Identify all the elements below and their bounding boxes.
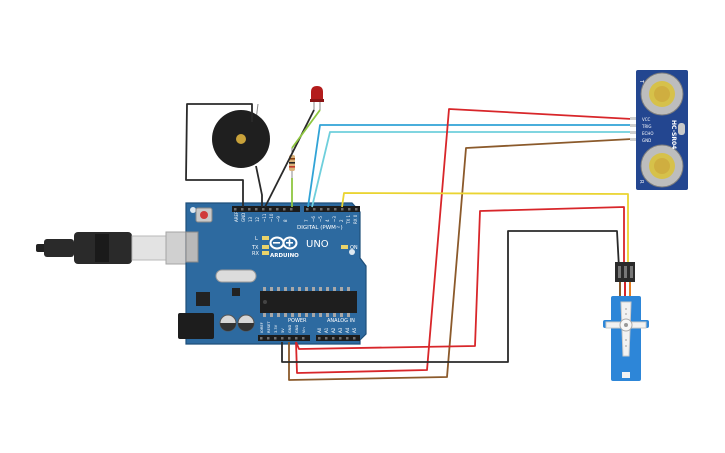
arduino-uno-board[interactable]: L TX RX ON ARDUINO UNO DIGITAL (PWM~) PO… bbox=[178, 202, 367, 345]
aref-label: AREF bbox=[234, 211, 239, 222]
ioref-label: IOREF bbox=[260, 322, 264, 333]
power-jack bbox=[178, 313, 214, 339]
digital-section-label: DIGITAL (PWM~) bbox=[297, 225, 343, 231]
wire-echo[interactable] bbox=[311, 131, 632, 208]
small-chip bbox=[232, 288, 240, 296]
crystal-oscillator bbox=[215, 269, 257, 283]
gnd-2-label: GND bbox=[295, 325, 299, 333]
pin-7-label: 7 bbox=[304, 219, 309, 222]
a0-label: A0 bbox=[317, 327, 322, 333]
power-header[interactable] bbox=[258, 335, 310, 341]
led-rx-label: RX bbox=[252, 251, 259, 257]
5v-label: 5V bbox=[281, 328, 285, 333]
pin-10-label: ~10 bbox=[269, 213, 274, 222]
analog-pin-labels: A0 A1 A2 A3 A4 A5 bbox=[317, 327, 357, 333]
wire-servo-gnd[interactable] bbox=[281, 230, 620, 363]
power-section-label: POWER bbox=[288, 318, 307, 324]
analog-section-label: ANALOG IN bbox=[327, 318, 355, 324]
pin-0-label: RX 0 bbox=[353, 214, 358, 224]
wire-servo-vcc[interactable] bbox=[295, 206, 625, 350]
servo-horn[interactable] bbox=[605, 301, 647, 357]
sensor-r-label: R bbox=[638, 180, 644, 184]
vin-label: Vin bbox=[302, 327, 306, 333]
wire-servo-signal[interactable] bbox=[341, 192, 629, 268]
wires bbox=[185, 103, 633, 381]
pin-11-label: ~11 bbox=[262, 213, 267, 222]
led-tx-label: TX bbox=[251, 245, 259, 251]
arduino-logo-icon bbox=[269, 236, 298, 250]
pin-4-label: 4 bbox=[325, 219, 330, 222]
led-tx bbox=[262, 245, 269, 249]
wire-buzzer-gnd[interactable] bbox=[185, 103, 253, 207]
pin-8-label: 8 bbox=[283, 219, 288, 222]
pin-6-label: ~6 bbox=[311, 216, 316, 222]
pin-1-label: TX 1 bbox=[346, 215, 351, 225]
sensor-name-label: HC-SR04 bbox=[670, 120, 677, 149]
sensor-echo-label: ECHO bbox=[642, 131, 653, 136]
sensor-vcc-label: VCC bbox=[642, 117, 651, 122]
a5-label: A5 bbox=[352, 327, 357, 333]
usb-socket bbox=[185, 231, 199, 263]
led-on bbox=[341, 245, 348, 249]
micro-servo[interactable] bbox=[603, 262, 649, 381]
a2-label: A2 bbox=[331, 327, 336, 333]
wire-led-anode[interactable] bbox=[291, 109, 321, 149]
model-label: UNO bbox=[306, 239, 329, 250]
brand-label: ARDUINO bbox=[270, 253, 299, 259]
sensor-t-label: T bbox=[638, 79, 644, 84]
gnd-1-label: GND bbox=[288, 325, 292, 333]
piezo-buzzer[interactable] bbox=[212, 103, 270, 168]
atmega-chip bbox=[260, 287, 357, 317]
a1-label: A1 bbox=[324, 327, 329, 333]
hc-sr04-sensor[interactable]: HC-SR04 VCC TRIG ECHO GND T R bbox=[630, 70, 688, 190]
pin-3-label: ~3 bbox=[332, 216, 337, 222]
sensor-gnd-label: GND bbox=[642, 138, 651, 143]
red-led[interactable] bbox=[310, 86, 324, 110]
usb-cable[interactable] bbox=[36, 231, 197, 265]
a4-label: A4 bbox=[345, 327, 350, 333]
reset-button[interactable] bbox=[195, 207, 213, 223]
pin-12-label: 12 bbox=[255, 216, 260, 222]
pin-5-label: ~5 bbox=[318, 216, 323, 222]
led-rx bbox=[262, 251, 269, 255]
led-l bbox=[262, 236, 269, 240]
sensor-trig-label: TRIG bbox=[641, 124, 652, 129]
a3-label: A3 bbox=[338, 327, 343, 333]
analog-header[interactable] bbox=[316, 335, 360, 341]
digital-pin-labels: AREF GND 13 12 ~11 ~10 ~9 8 7 ~6 ~5 4 ~3… bbox=[234, 211, 358, 225]
led-l-label: L bbox=[255, 236, 258, 242]
gnd-top-label: GND bbox=[241, 213, 246, 222]
3v3-label: 3.3V bbox=[274, 324, 278, 333]
pin-9-label: ~9 bbox=[276, 216, 281, 222]
wire-sensor-gnd[interactable] bbox=[288, 138, 633, 381]
reset-label: RESET bbox=[267, 321, 271, 333]
led-on-label: ON bbox=[350, 245, 358, 251]
voltage-regulator bbox=[196, 292, 210, 306]
pin-2-label: 2 bbox=[339, 219, 344, 222]
wire-trig[interactable] bbox=[307, 124, 632, 208]
wire-buzzer-signal[interactable] bbox=[255, 165, 263, 207]
pin-13-label: 13 bbox=[248, 216, 253, 222]
power-pin-labels: IOREF RESET 3.3V 5V GND GND Vin bbox=[260, 321, 306, 333]
digital-header[interactable] bbox=[232, 206, 360, 212]
wire-led-cathode[interactable] bbox=[264, 109, 315, 208]
